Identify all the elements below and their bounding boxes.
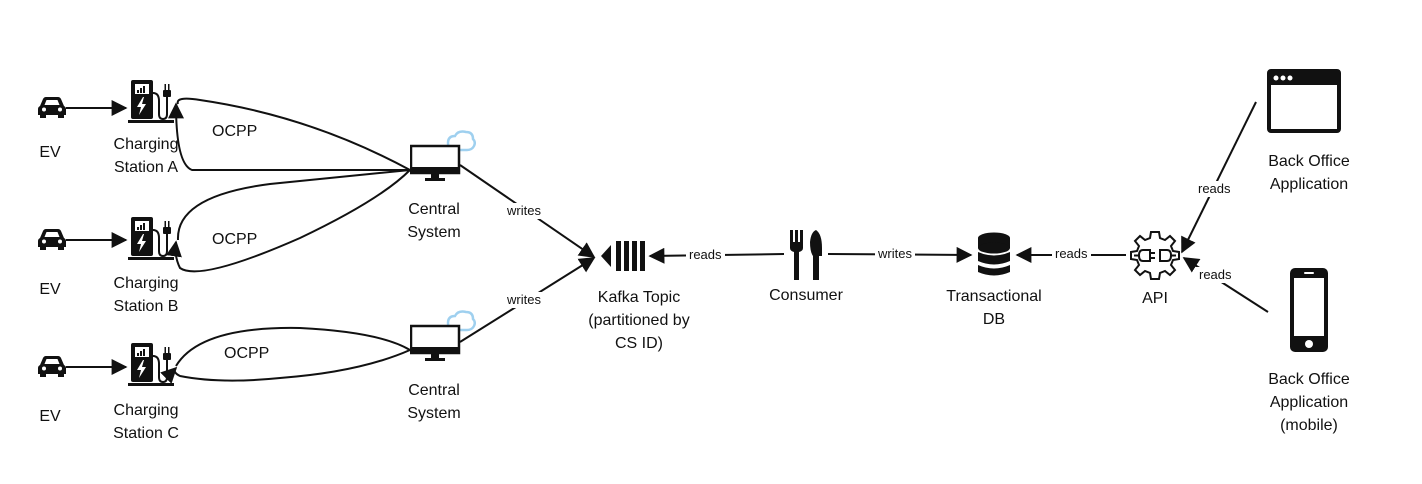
queue-icon — [601, 241, 645, 271]
car-icon — [38, 97, 66, 118]
edge-label-reads-api: reads — [1052, 246, 1091, 262]
car-icon — [38, 356, 66, 377]
browser-window-icon — [1267, 69, 1341, 133]
car-icon — [38, 229, 66, 250]
edge-label-writes-db: writes — [875, 246, 915, 262]
gear-plug-icon — [1130, 231, 1180, 280]
node-label-ev-b: EV — [39, 281, 61, 298]
edge-ocpp-c — [160, 326, 413, 384]
edge-reads-backoffice — [1181, 101, 1257, 254]
fork-knife-icon — [790, 230, 822, 280]
smartphone-icon — [1290, 268, 1328, 352]
edge-label-reads-backoffice: reads — [1195, 181, 1234, 197]
node-label-consumer: Consumer — [769, 287, 843, 304]
edge-label-ocpp-a: OCPP — [212, 123, 258, 140]
node-label-ev-c: EV — [39, 408, 61, 425]
monitor-cloud-icon — [410, 130, 476, 182]
edge-label-ocpp-b: OCPP — [212, 231, 258, 248]
edge-label-reads-consumer: reads — [686, 247, 725, 263]
database-icon — [978, 232, 1010, 276]
charging-station-icon — [128, 342, 174, 387]
edge-label-reads-mobile: reads — [1196, 267, 1235, 283]
edge-label-writes-1: writes — [504, 203, 544, 219]
node-label-api: API — [1142, 290, 1168, 307]
monitor-cloud-icon — [410, 310, 476, 362]
edge-label-writes-2: writes — [504, 292, 544, 308]
node-label-ev-a: EV — [39, 144, 61, 161]
edge-ocpp-b — [166, 168, 413, 273]
charging-station-icon — [128, 79, 174, 124]
edge-label-ocpp-c: OCPP — [224, 345, 270, 362]
charging-station-icon — [128, 216, 174, 261]
